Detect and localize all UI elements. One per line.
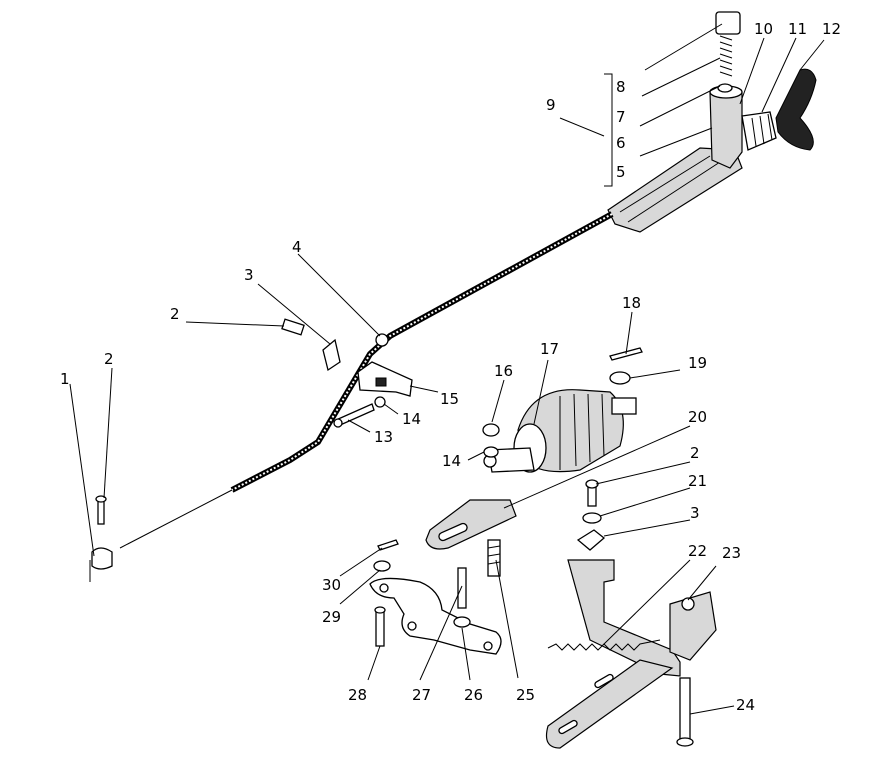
callout-29: 29: [322, 608, 341, 626]
callout-4: 4: [292, 238, 302, 256]
linkage-assembly: [369, 539, 502, 655]
solenoid-terminal: [611, 397, 637, 415]
clip-part-3-lower: [576, 529, 606, 551]
bracket-foot: [545, 659, 674, 749]
callout-9: 9: [546, 96, 556, 114]
linkage-plate: [369, 577, 502, 655]
callout-15: 15: [440, 390, 459, 408]
callout-6: 6: [616, 134, 626, 152]
washer-part-19: [609, 371, 631, 385]
screw-part-2-upper: [281, 318, 305, 336]
part-9-bracket: [604, 73, 613, 187]
callout-16: 16: [494, 362, 513, 380]
callout-2-right: 2: [690, 444, 700, 462]
pin-part-30: [377, 539, 399, 551]
mounting-bracket-part-22: [567, 559, 681, 677]
washer-part-14-lower: [483, 446, 499, 458]
washer-part-14-upper: [374, 396, 386, 408]
solenoid-assembly: [482, 347, 643, 473]
callout-13: 13: [374, 428, 393, 446]
callout-14-upper: 14: [402, 410, 421, 428]
rod-part-24: [679, 677, 691, 743]
cable-end-clip-assembly: [89, 495, 113, 582]
washer-part-29: [373, 560, 391, 572]
callout-14-lower: 14: [442, 452, 461, 470]
callout-1: 1: [60, 370, 70, 388]
callout-3-lower: 3: [690, 504, 700, 522]
mounting-bracket-assembly: [545, 559, 717, 749]
callout-10: 10: [754, 20, 773, 38]
link-plate-assembly: [425, 479, 606, 551]
link-plate-part-20: [425, 499, 517, 550]
callout-25: 25: [516, 686, 535, 704]
callout-5: 5: [616, 163, 626, 181]
callout-27: 27: [412, 686, 431, 704]
callout-20: 20: [688, 408, 707, 426]
callout-18: 18: [622, 294, 641, 312]
return-spring: [547, 639, 661, 651]
control-cable: [119, 211, 614, 549]
control-knob-assembly: [607, 11, 817, 233]
connector-part-10: [741, 111, 777, 151]
callout-28: 28: [348, 686, 367, 704]
pin-part-28: [375, 609, 385, 647]
nut-part-16: [482, 423, 500, 437]
callout-23: 23: [722, 544, 741, 562]
callout-21: 21: [688, 472, 707, 490]
callout-7: 7: [616, 108, 626, 126]
callout-8: 8: [616, 78, 626, 96]
callout-labels: 8 7 6 5 9 10 11 12 4 3 2 2 1 15 14 13 16…: [60, 20, 841, 714]
callout-2-left: 2: [104, 350, 114, 368]
end-clip-part-1: [91, 547, 113, 570]
callout-19: 19: [688, 354, 707, 372]
stud-part-27: [457, 567, 467, 609]
screw-part-2-left: [97, 499, 105, 525]
bracket-part-23: [669, 591, 717, 661]
knob-body-part: [709, 91, 743, 169]
callout-26: 26: [464, 686, 483, 704]
leader-lines: [69, 23, 825, 715]
spring-part-7: [719, 35, 733, 77]
cable-bracket-assembly: [281, 318, 413, 428]
cable-clamp-part-4: [375, 333, 389, 347]
bolt-part-8: [715, 11, 741, 35]
washer-part-21: [582, 512, 602, 524]
knob-handle-part-12: [775, 68, 817, 151]
callout-17: 17: [540, 340, 559, 358]
callout-12: 12: [822, 20, 841, 38]
callout-2-upper: 2: [170, 305, 180, 323]
washer-part-26: [453, 616, 471, 628]
callout-24: 24: [736, 696, 755, 714]
clip-part-3-upper: [322, 338, 341, 372]
callout-30: 30: [322, 576, 341, 594]
callout-22: 22: [688, 542, 707, 560]
nut-part-6: [717, 83, 733, 93]
callout-3-upper: 3: [244, 266, 254, 284]
callout-11: 11: [788, 20, 807, 38]
